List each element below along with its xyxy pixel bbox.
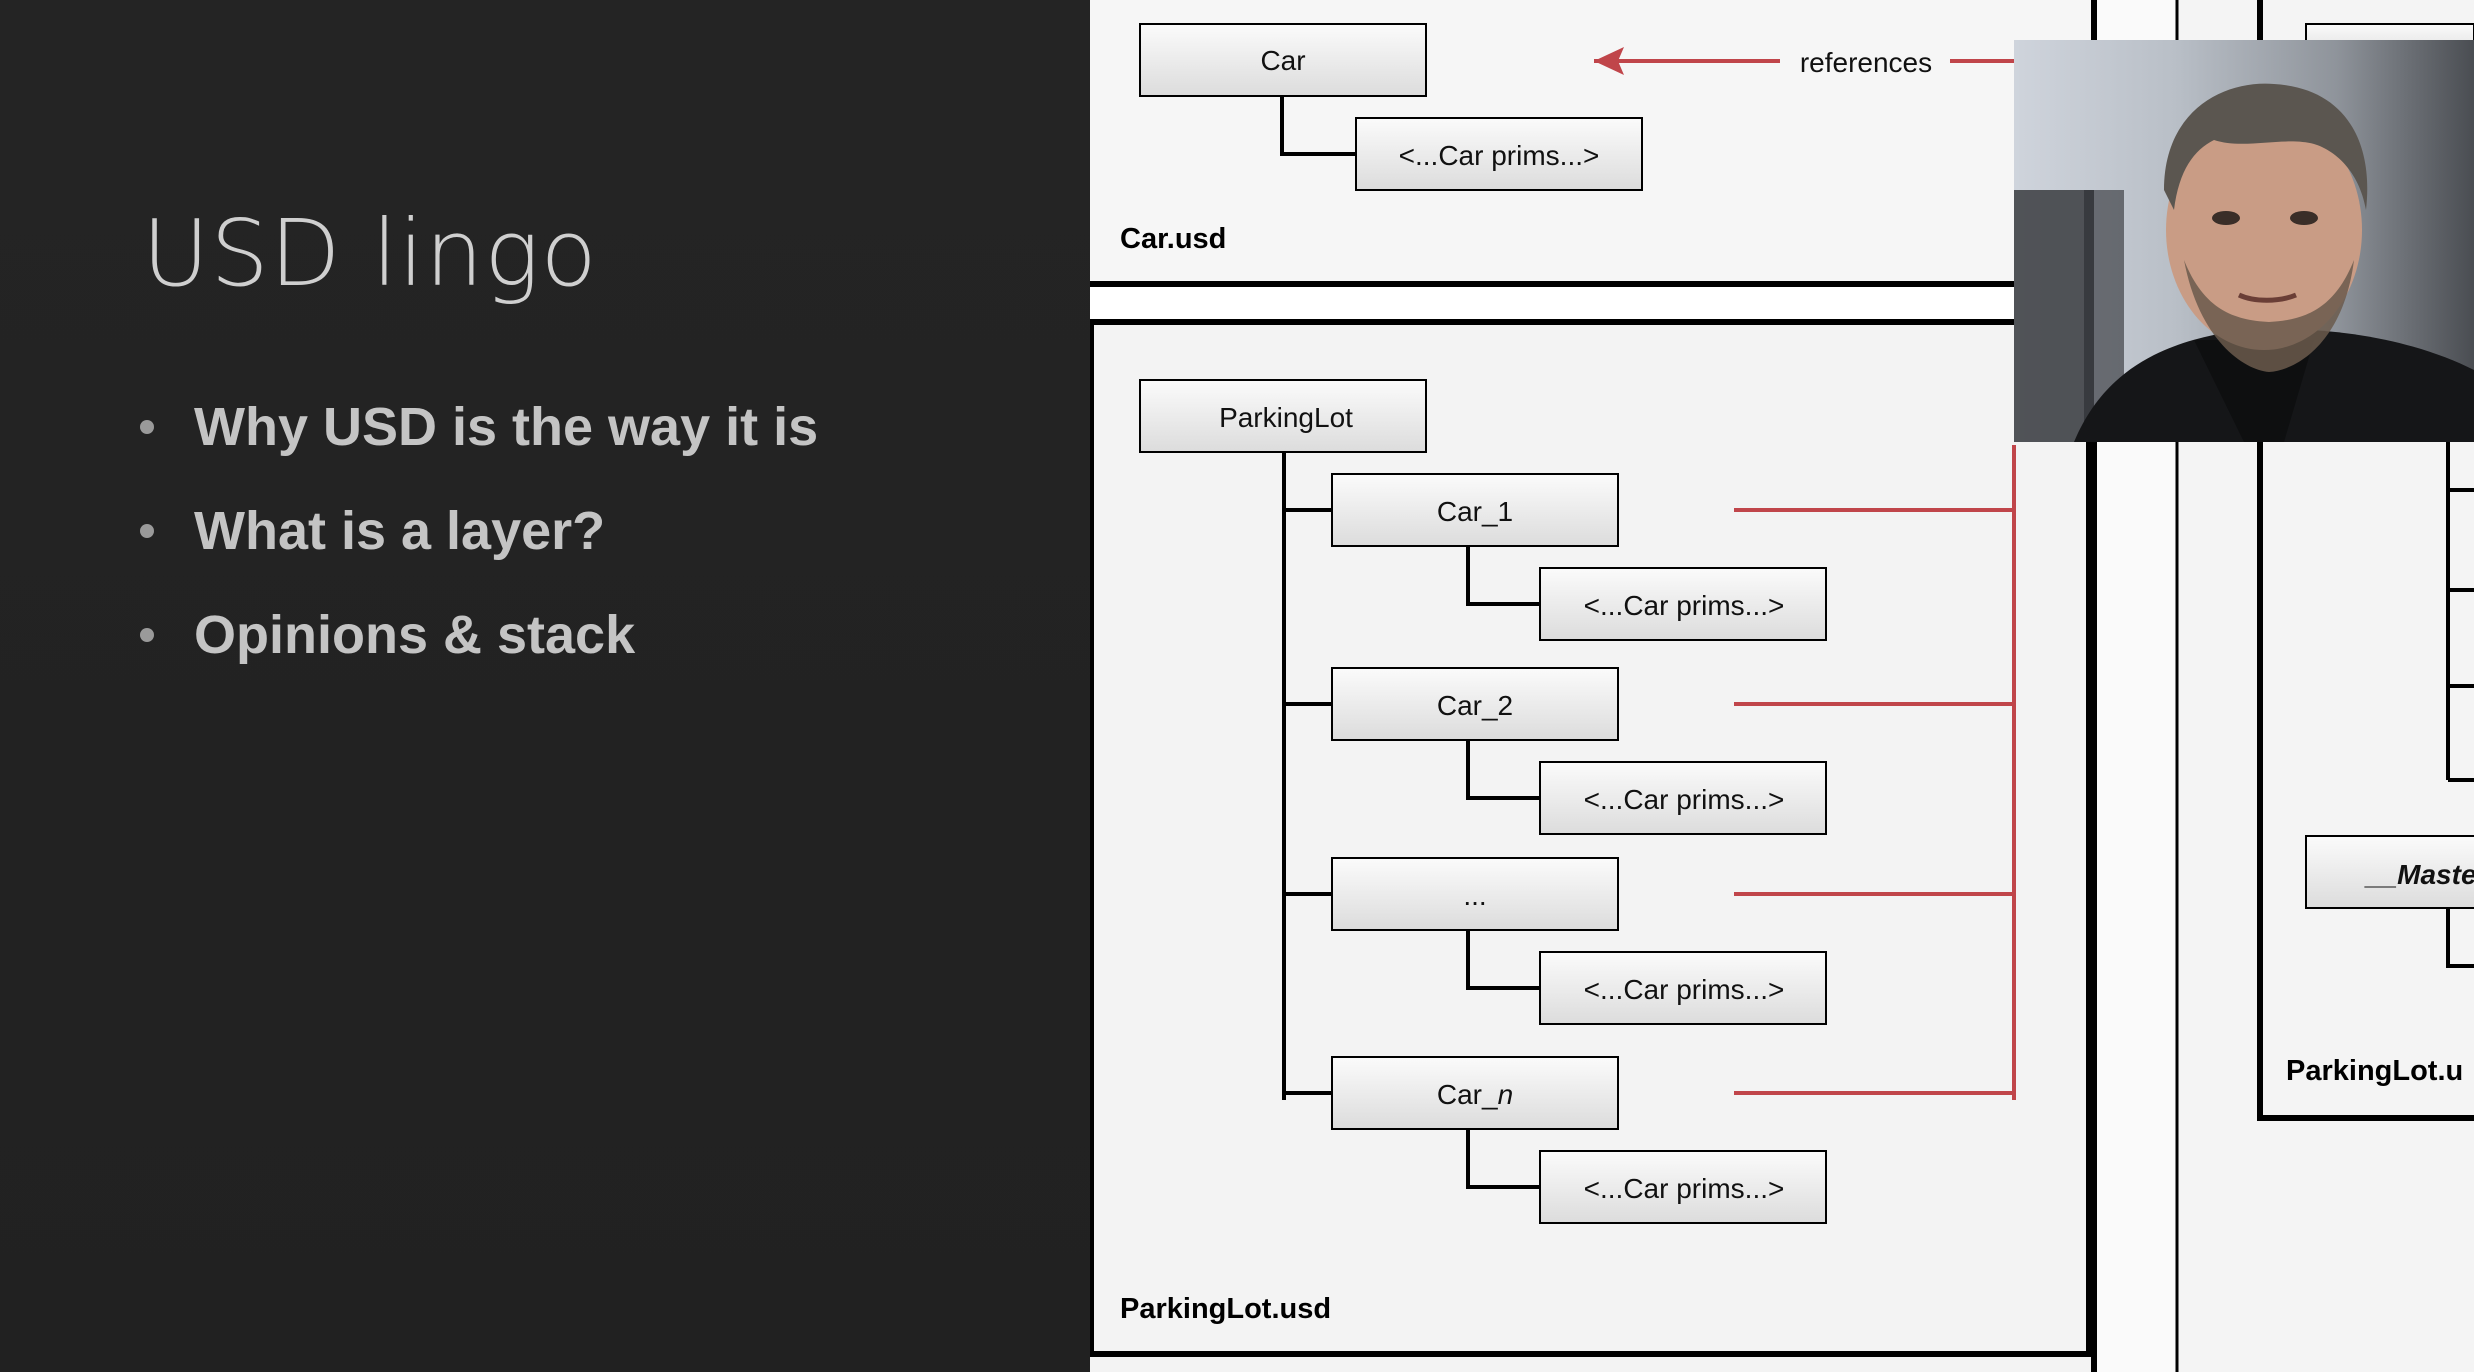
car-instance-box xyxy=(1331,667,1619,741)
car-prims-box xyxy=(1539,951,1827,1025)
slide-panel: USD lingo Why USD is the way it is What … xyxy=(0,0,1090,1372)
master-tree-line xyxy=(2446,908,2474,968)
car-instance-label: Car_1 xyxy=(1437,496,1513,527)
car-instance-box xyxy=(1331,857,1619,931)
car-prims-label: <...Car prims...> xyxy=(1584,590,1785,621)
slide-title: USD lingo xyxy=(142,200,598,307)
car-prim-box xyxy=(1139,23,1427,97)
car-prims-branch-line xyxy=(1466,740,1540,800)
master-prim-label: __Maste xyxy=(2364,859,2474,890)
bullet-item: Opinions & stack xyxy=(140,583,818,687)
parkinglot-prim-box xyxy=(1139,379,1427,453)
references-label: references xyxy=(1800,47,1932,78)
car-instance-label: Car_2 xyxy=(1437,690,1513,721)
car-prims-label: <...Car prims...> xyxy=(1584,1173,1785,1204)
presenter-figure xyxy=(2014,83,2474,442)
car-tree-line xyxy=(1280,96,1356,156)
car-prim-label: Car xyxy=(1260,45,1305,76)
car-rows: Car_1 <...Car prims...> Car_2 <...Car prims… xyxy=(1284,473,1827,1224)
car-child-prims-box xyxy=(1355,117,1643,191)
parkinglot-prim-label: ParkingLot xyxy=(1219,402,1353,433)
parkinglot-file-label: ParkingLot.usd xyxy=(1120,1293,1331,1325)
right-file-label: ParkingLot.u xyxy=(2286,1055,2463,1087)
car-prims-box xyxy=(1539,761,1827,835)
bullet-text: What is a layer? xyxy=(194,501,606,561)
car-prims-label: <...Car prims...> xyxy=(1584,974,1785,1005)
bullet-text: Why USD is the way it is xyxy=(194,397,819,457)
usd-layer-diagram: __Maste ParkingLot.u Car <...Car prims..… xyxy=(1090,0,2474,1372)
car-file-label: Car.usd xyxy=(1120,223,1226,255)
reference-connectors xyxy=(1734,508,2014,1095)
car-child-prims-label: <...Car prims...> xyxy=(1399,140,1600,171)
bullet-dot xyxy=(140,420,154,434)
master-prim-box xyxy=(2305,835,2474,909)
car-instance-label: ... xyxy=(1463,880,1486,911)
layer-gap xyxy=(1090,287,2094,319)
bullet-list: Why USD is the way it is What is a layer… xyxy=(140,375,818,687)
car-instance-box xyxy=(1331,473,1619,547)
car-prims-branch-line xyxy=(1466,1129,1540,1189)
car-prims-box xyxy=(1539,1150,1827,1224)
parkinglot-tree: ParkingLot xyxy=(1139,379,1427,1100)
bullet-dot xyxy=(140,628,154,642)
bullet-item: Why USD is the way it is xyxy=(140,375,818,479)
car-prims-branch-line xyxy=(1466,546,1540,606)
car-instance-label: Car_n xyxy=(1437,1079,1513,1110)
car-prims-box xyxy=(1539,567,1827,641)
bullet-item: What is a layer? xyxy=(140,479,818,583)
car-instance-box xyxy=(1331,1056,1619,1130)
bullet-dot xyxy=(140,524,154,538)
car-prims-branch-line xyxy=(1466,930,1540,990)
bullet-text: Opinions & stack xyxy=(194,605,636,665)
car-prims-label: <...Car prims...> xyxy=(1584,784,1785,815)
presenter-webcam xyxy=(2014,40,2474,442)
